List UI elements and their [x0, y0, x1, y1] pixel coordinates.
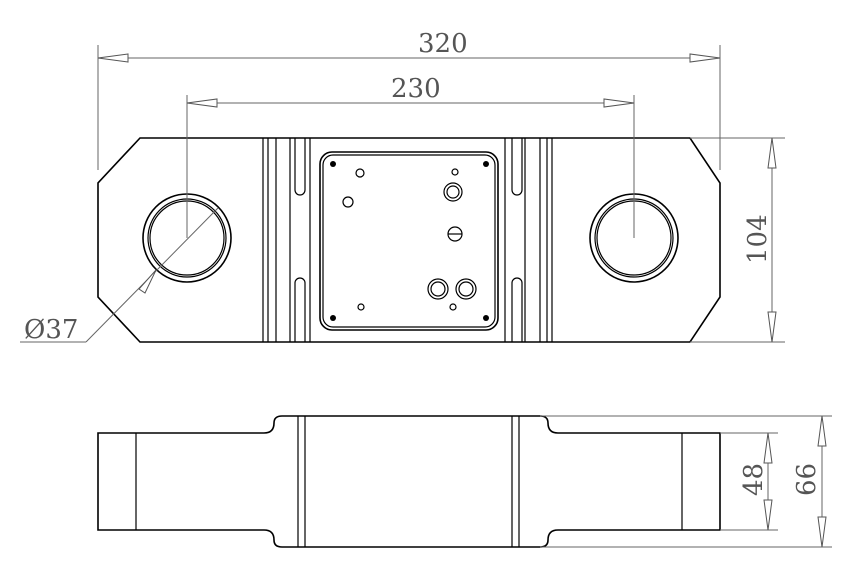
- dimension-66: 66: [540, 415, 832, 548]
- plate-components: [342, 168, 477, 311]
- side-view-outline: [97, 415, 721, 548]
- center-plate-inner: [322, 154, 496, 328]
- top-view: [97, 137, 721, 343]
- plate-corner-screws: [330, 161, 489, 321]
- dimension-label-48: 48: [739, 463, 769, 496]
- dimension-48: 48: [720, 432, 778, 531]
- right-slot-lines: [504, 138, 553, 342]
- dimension-label-320: 320: [418, 29, 468, 59]
- dimension-label-diameter: Ø37: [24, 315, 78, 345]
- side-view: [97, 415, 721, 548]
- dimension-104: 104: [690, 137, 785, 343]
- dimension-label-104: 104: [743, 214, 773, 264]
- dimension-diameter: Ø37: [20, 207, 219, 345]
- dimension-230: 230: [186, 74, 635, 238]
- top-view-outline: [97, 137, 721, 343]
- dimension-label-66: 66: [792, 463, 822, 496]
- dimension-label-230: 230: [391, 74, 441, 104]
- dimension-320: 320: [97, 29, 721, 170]
- keyhole-slots: [294, 138, 523, 342]
- left-slot-lines: [262, 138, 311, 342]
- center-plate: [319, 151, 499, 331]
